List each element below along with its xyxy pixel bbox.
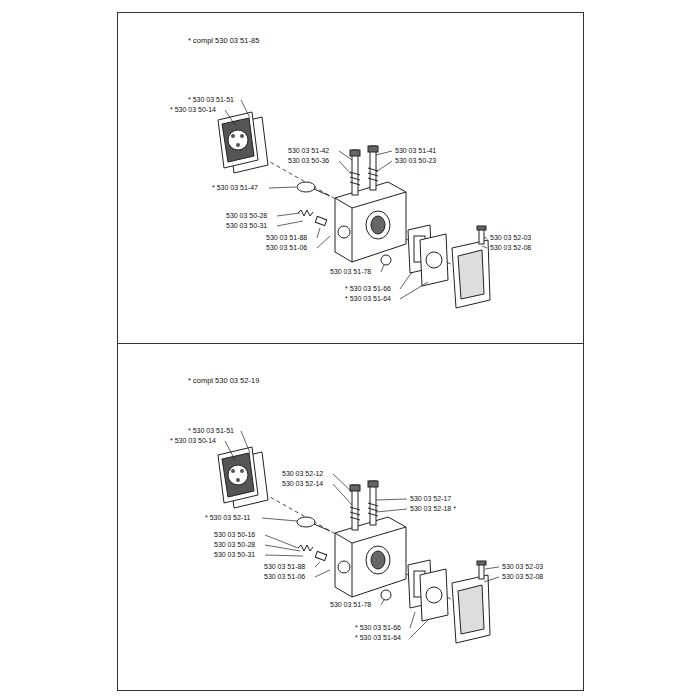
part-number: 530 03 51-41 [395,147,436,155]
part-number: 530 03 51-78 [330,601,371,609]
part-number: 530 03 50-31 [226,222,267,230]
panel-frame [118,13,584,691]
part-number: 530 03 52-18 * [410,505,456,513]
part-number: 530 03 50-28 [214,541,255,549]
part-number: * 530 03 51-64 [345,295,391,303]
part-number: 530 03 50-23 [395,157,436,165]
part-number: 530 03 51-88 [264,563,305,571]
part-number: * 530 03 51-47 [212,184,258,192]
part-number: 530 03 50-36 [288,157,329,165]
part-number: * 530 03 51-66 [355,624,401,632]
part-number: * 530 03 51-64 [355,634,401,642]
part-number: 530 03 52-14 [282,480,323,488]
part-number: 530 03 51-06 [266,244,307,252]
part-number: 530 03 52-03 [502,563,543,571]
part-number: 530 03 52-17 [410,495,451,503]
part-number: * 530 03 52-11 [205,514,250,522]
part-number: 530 03 50-16 [214,531,255,539]
part-number: 530 03 52-08 [490,244,531,252]
part-number: * 530 03 51-66 [345,285,391,293]
carburettor-bottom [218,447,490,643]
part-number: 530 03 52-08 [502,573,543,581]
part-number: * 530 03 50-14 [170,437,216,445]
part-number: 530 03 52-12 [282,470,323,478]
part-number: * 530 03 50-14 [170,106,216,114]
part-number: 530 03 52-03 [490,234,531,242]
part-number: 530 03 50-31 [214,551,255,559]
assembly-number: * compl 530 03 52-19 [188,377,259,385]
carburettor-top [218,112,490,308]
assembly-number: * compl 530 03 51-85 [188,37,259,45]
leader-lines [225,100,499,638]
part-number: 530 03 51-88 [266,234,307,242]
part-number: 530 03 51-42 [288,147,329,155]
part-number: * 530 03 51-51 [188,427,234,435]
part-number: 530 03 51-06 [264,573,305,581]
part-number: 530 03 50-28 [226,212,267,220]
part-number: * 530 03 51-51 [188,96,234,104]
part-number: 530 03 51-78 [330,268,371,276]
